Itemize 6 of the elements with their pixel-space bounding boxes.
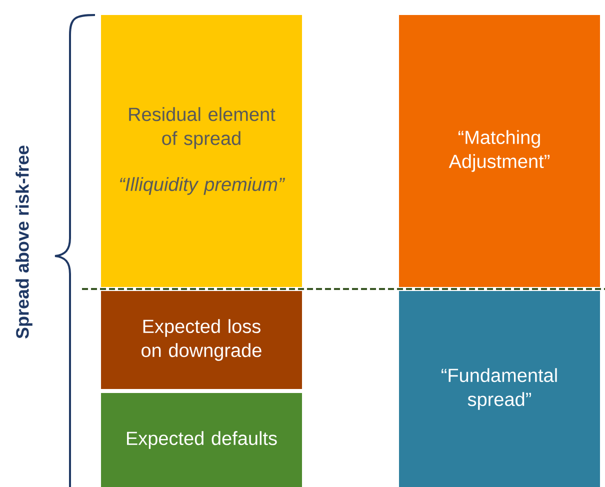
block: Expected defaults: [101, 393, 302, 487]
block: “Matching Adjustment”: [399, 15, 600, 287]
block: Residual element of spread “Illiquidity premium”: [101, 15, 302, 287]
axis-label: Spread above risk-free: [16, 146, 32, 339]
block: Expected loss on downgrade: [101, 291, 302, 389]
block: “Fundamental spread”: [399, 291, 600, 487]
